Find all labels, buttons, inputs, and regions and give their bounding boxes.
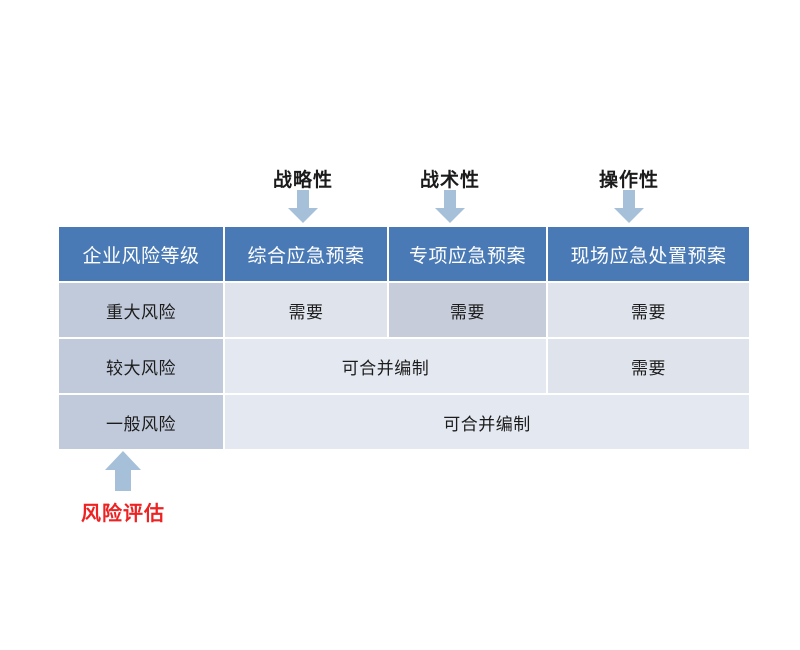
category-label-operational: 操作性: [598, 170, 660, 191]
column-header-special-plan: 专项应急预案: [389, 227, 546, 281]
table-row: 一般风险 可合并编制: [59, 395, 749, 449]
table-header-row: 企业风险等级 综合应急预案 专项应急预案 现场应急处置预案: [59, 227, 749, 281]
category-label-tactical: 战术性: [419, 170, 481, 191]
cell-major-comprehensive: 需要: [225, 283, 387, 337]
cell-relatively-major-merged: 可合并编制: [225, 339, 546, 393]
column-header-comprehensive-plan: 综合应急预案: [225, 227, 387, 281]
table-row: 重大风险 需要 需要 需要: [59, 283, 749, 337]
cell-general-merged: 可合并编制: [225, 395, 749, 449]
row-header-general-risk: 一般风险: [59, 395, 223, 449]
column-header-onsite-plan: 现场应急处置预案: [548, 227, 749, 281]
table-row: 较大风险 可合并编制 需要: [59, 339, 749, 393]
cell-relatively-major-onsite: 需要: [548, 339, 749, 393]
risk-assessment-annotation: 风险评估: [81, 503, 165, 525]
cell-major-onsite: 需要: [548, 283, 749, 337]
row-header-relatively-major-risk: 较大风险: [59, 339, 223, 393]
arrow-down-icon: [288, 190, 318, 223]
category-label-strategic: 战略性: [272, 170, 334, 191]
arrow-down-icon: [435, 190, 465, 223]
cell-major-special: 需要: [389, 283, 546, 337]
row-header-major-risk: 重大风险: [59, 283, 223, 337]
arrow-down-icon: [614, 190, 644, 223]
arrow-up-icon: [105, 451, 141, 491]
column-header-risk-level: 企业风险等级: [59, 227, 223, 281]
risk-plan-matrix-table: 企业风险等级 综合应急预案 专项应急预案 现场应急处置预案 重大风险 需要 需要…: [57, 225, 751, 451]
